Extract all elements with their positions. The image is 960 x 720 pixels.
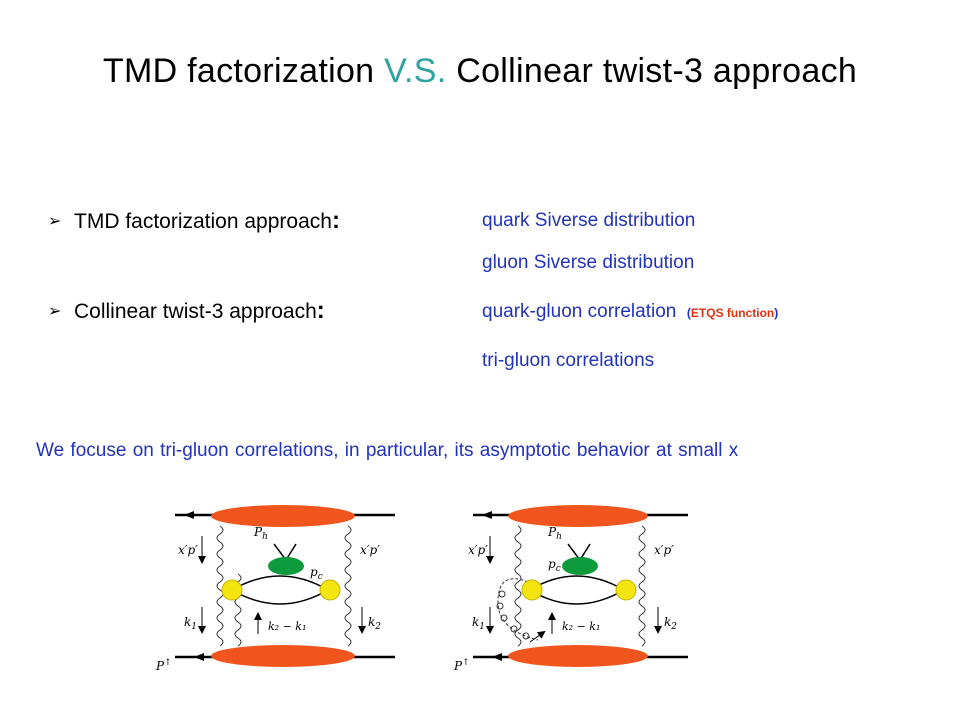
yellow-vertex-left (521, 579, 543, 601)
slide-title: TMD factorization V.S. Collinear twist-3… (0, 52, 960, 91)
top-line-arrow-icon (184, 511, 194, 519)
yellow-vertex-right (615, 579, 637, 601)
label-xp-right: x′p′ (360, 543, 380, 557)
bullet-arrow-icon: ➢ (48, 213, 62, 230)
label-k2mk1: k₂ − k₁ (268, 620, 306, 633)
quark-sivers-text: quark Siverse distribution (482, 210, 696, 231)
label-k2-main: k (368, 615, 375, 629)
arrow-loop-icon (529, 630, 546, 643)
label-ph: Ph (547, 525, 562, 542)
top-blob (508, 505, 648, 527)
gluon-sivers-text: gluon Siverse distribution (482, 252, 695, 273)
etqs-open-paren: ( (686, 306, 691, 320)
quark-loop-bottom (231, 589, 329, 605)
bottom-blob (211, 645, 355, 667)
gluon-left (514, 525, 522, 647)
title-vs: V.S. (384, 52, 447, 90)
label-pup-main: P (155, 659, 165, 673)
label-pc: pc (310, 565, 323, 582)
bottom-blob (508, 645, 648, 667)
green-fragmentation-blob (268, 557, 304, 575)
top-line-arrow-icon (482, 511, 492, 519)
label-k1-sub: 1 (191, 622, 197, 632)
label-ph-sub: h (262, 532, 268, 542)
bullet-tmd-colon: : (331, 207, 340, 234)
feynman-diagram-1: x′p′ x′p′ Ph pc k1 k2 k₂ − k₁ P↑ (150, 502, 425, 674)
gluon-right (638, 525, 646, 647)
tri-gluon-text: tri-gluon correlations (482, 350, 655, 371)
label-k2: k2 (368, 615, 381, 632)
label-k1-sub: 1 (479, 622, 485, 632)
title-part2: Collinear twist-3 approach (456, 52, 858, 90)
etqs-note: ETQS function (690, 306, 775, 320)
label-pup: P↑ (155, 658, 172, 673)
gluon-loop-coil-1 (498, 590, 506, 598)
label-pc-main: p (548, 557, 556, 571)
quark-loop-top (529, 575, 625, 591)
yellow-vertex-left (221, 579, 243, 601)
gluon-loop (497, 578, 539, 641)
label-k1-main: k (184, 615, 191, 629)
label-k2-sub: 2 (670, 622, 677, 632)
label-xp-left: x′p′ (468, 543, 488, 557)
quark-loop-bottom (529, 589, 625, 605)
label-k1-main: k (472, 615, 479, 629)
gluon-loop-coil-5 (522, 632, 530, 640)
gluon-loop-coil-2 (496, 602, 504, 610)
yellow-vertex-right (319, 579, 341, 601)
label-ph: Ph (253, 525, 268, 542)
focus-sentence: We focuse on tri-gluon correlations, in … (36, 440, 739, 461)
bullet-twist3: ➢ Collinear twist-3 approach: (48, 297, 325, 325)
top-blob (211, 505, 355, 527)
label-xp-right: x′p′ (654, 543, 674, 557)
feynman-diagram-1-svg: x′p′ x′p′ Ph pc k1 k2 k₂ − k₁ P↑ (155, 505, 395, 673)
bullet-twist3-label: Collinear twist-3 approach (74, 300, 317, 323)
label-pup-main: P (453, 659, 463, 673)
label-k2-main: k (664, 615, 671, 629)
quark-gluon-label: quark-gluon correlation (482, 301, 677, 322)
bullet-arrow-icon: ➢ (48, 303, 62, 320)
label-pup-sup: ↑ (462, 658, 470, 668)
gluon-loop-coil-4 (510, 625, 518, 633)
label-k1: k1 (472, 615, 485, 632)
quark-loop-top (231, 575, 329, 591)
feynman-diagram-2: x′p′ x′p′ Ph pc k1 k2 k₂ − k₁ P↑ (448, 502, 703, 674)
label-pc-main: p (310, 565, 318, 579)
quark-gluon-text: quark-gluon correlation (ETQS function) (482, 301, 778, 323)
label-k1: k1 (184, 615, 197, 632)
label-k2mk1: k₂ − k₁ (562, 620, 600, 633)
gluon-loop-coil-3 (500, 614, 508, 622)
gluon-right (344, 525, 352, 647)
label-ph-main: P (253, 525, 263, 539)
label-ph-main: P (547, 525, 557, 539)
bullet-twist3-colon: : (316, 297, 325, 324)
label-pc-sub: c (318, 572, 323, 582)
bottom-line-arrow-icon (194, 653, 204, 661)
label-pc: pc (548, 557, 561, 574)
etqs-close-paren: ) (774, 306, 779, 320)
feynman-diagram-2-svg: x′p′ x′p′ Ph pc k1 k2 k₂ − k₁ P↑ (453, 505, 688, 673)
label-ph-sub: h (556, 532, 562, 542)
label-xp-left: x′p′ (178, 543, 198, 557)
green-fragmentation-blob (562, 557, 598, 575)
title-part1: TMD factorization (102, 52, 375, 90)
bullet-tmd-label: TMD factorization approach (74, 210, 332, 233)
label-pup-sup: ↑ (164, 658, 172, 668)
bullet-tmd: ➢ TMD factorization approach: (48, 207, 340, 235)
label-k2: k2 (664, 615, 677, 632)
label-k2-sub: 2 (374, 622, 381, 632)
label-pup: P↑ (453, 658, 470, 673)
gluon-left (216, 525, 224, 647)
bottom-line-arrow-icon (492, 653, 502, 661)
label-pc-sub: c (556, 564, 561, 574)
